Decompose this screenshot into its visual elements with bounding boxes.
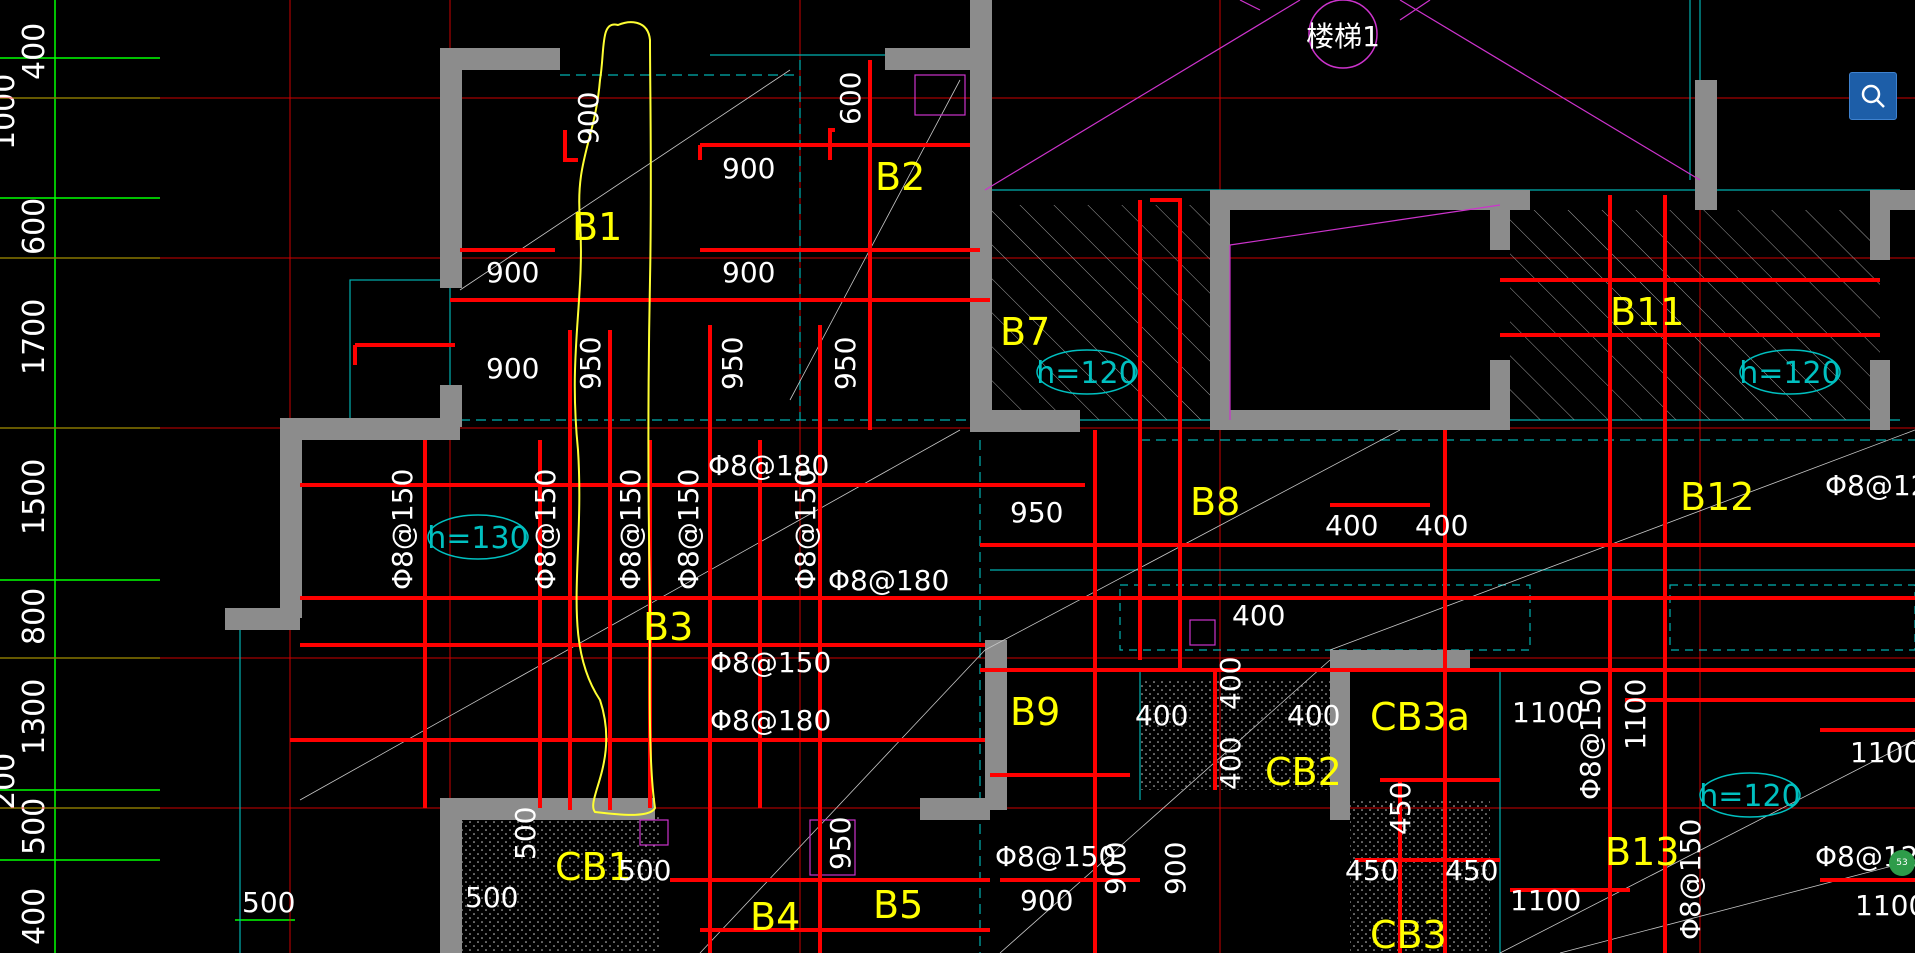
len-450-v: 450 bbox=[1384, 782, 1417, 835]
dim-800: 800 bbox=[17, 588, 52, 645]
len-900-c: 900 bbox=[722, 256, 775, 289]
stair-bubble bbox=[1308, 0, 1378, 69]
label-B11: B11 bbox=[1610, 290, 1684, 334]
len-1100-d: 1100 bbox=[1510, 884, 1581, 917]
dim-500: 500 bbox=[17, 798, 52, 855]
dim-600: 600 bbox=[17, 198, 52, 255]
len-950-v3: 950 bbox=[829, 337, 862, 390]
len-1100-c: 1100 bbox=[1855, 889, 1915, 922]
dim-1300: 1300 bbox=[17, 679, 52, 755]
len-950-v1: 950 bbox=[574, 337, 607, 390]
walls bbox=[225, 0, 1915, 953]
rebar-120-a: Φ8@120 bbox=[1825, 469, 1915, 502]
label-B9: B9 bbox=[1010, 690, 1060, 734]
dim-400: 400 bbox=[17, 23, 52, 80]
rebar-labels: Φ8@180 Φ8@180 Φ8@150 Φ8@180 Φ8@150 Φ8@12… bbox=[386, 449, 1915, 940]
label-CB2: CB2 bbox=[1265, 750, 1342, 794]
label-B1: B1 bbox=[572, 205, 622, 249]
len-1100-a: 1100 bbox=[1512, 696, 1583, 729]
len-900-e: 900 bbox=[1020, 884, 1073, 917]
zoom-search-button[interactable] bbox=[1849, 72, 1897, 120]
thickness-h120-b13: h=120 bbox=[1699, 779, 1800, 814]
thickness-h120-b11: h=120 bbox=[1739, 356, 1840, 391]
rebar-150-v5: Φ8@150 bbox=[789, 469, 822, 590]
label-B5: B5 bbox=[873, 883, 923, 927]
dim-200: 200 bbox=[0, 753, 22, 810]
label-CB1: CB1 bbox=[555, 845, 632, 889]
len-950-v4: 950 bbox=[824, 817, 857, 870]
label-B3: B3 bbox=[643, 605, 693, 649]
search-icon bbox=[1861, 84, 1885, 108]
len-900-b: 900 bbox=[486, 256, 539, 289]
rebar-180-c: Φ8@180 bbox=[710, 704, 831, 737]
stair-lines bbox=[639, 0, 1701, 876]
label-B12: B12 bbox=[1680, 475, 1754, 519]
len-400-b: 400 bbox=[1415, 509, 1468, 542]
len-500-v: 500 bbox=[509, 807, 542, 860]
thickness-labels: h=130 h=120 h=120 h=120 bbox=[427, 356, 1840, 814]
len-400-d: 400 bbox=[1135, 699, 1188, 732]
thickness-ellipses bbox=[427, 349, 1841, 818]
bottom-dim-500: 500 bbox=[242, 886, 295, 919]
len-500-b: 500 bbox=[465, 881, 518, 914]
rebar-150-v6: Φ8@150 bbox=[1574, 679, 1607, 800]
slab-labels: B1 B2 B3 B4 B5 B7 B8 B9 B11 B12 B13 CB1 … bbox=[555, 155, 1754, 953]
len-1100-b: 1100 bbox=[1850, 736, 1915, 769]
len-900-d: 900 bbox=[486, 352, 539, 385]
len-400-c: 400 bbox=[1232, 599, 1285, 632]
label-B7: B7 bbox=[1000, 310, 1050, 354]
dim-1500: 1500 bbox=[17, 459, 52, 535]
length-labels: 900 900 900 900 950 900 400 400 400 400 … bbox=[242, 72, 1915, 922]
label-B8: B8 bbox=[1190, 480, 1240, 524]
thickness-h120-b7: h=120 bbox=[1036, 356, 1137, 391]
rebar-150-b: Φ8@150 bbox=[995, 840, 1116, 873]
status-badge[interactable]: 53 bbox=[1889, 850, 1915, 876]
rebar-150-v2: Φ8@150 bbox=[529, 469, 562, 590]
diagonal-lines bbox=[299, 69, 1915, 953]
len-900-a: 900 bbox=[722, 152, 775, 185]
stair-label: 楼梯1 bbox=[1306, 20, 1380, 53]
rebar-180-b: Φ8@180 bbox=[828, 564, 949, 597]
len-400-a: 400 bbox=[1325, 509, 1378, 542]
markup-highlight[interactable] bbox=[573, 21, 657, 816]
len-450-a: 450 bbox=[1345, 854, 1398, 887]
dim-400-bottom: 400 bbox=[17, 888, 52, 945]
label-B4: B4 bbox=[750, 895, 800, 939]
label-B2: B2 bbox=[875, 155, 925, 199]
dim-1700: 1700 bbox=[17, 299, 52, 375]
len-450-b: 450 bbox=[1445, 854, 1498, 887]
len-400-v2: 400 bbox=[1214, 737, 1247, 790]
rebar-150-a: Φ8@150 bbox=[710, 646, 831, 679]
len-950-v2: 950 bbox=[716, 337, 749, 390]
left-dimension-text: 400 1000 600 1700 1500 800 1300 200 500 … bbox=[0, 23, 52, 945]
hatched-slabs bbox=[460, 205, 1880, 953]
rebar-180-a: Φ8@180 bbox=[708, 449, 829, 482]
thickness-h130: h=130 bbox=[427, 521, 528, 556]
rebar-150-v3: Φ8@150 bbox=[614, 469, 647, 590]
label-CB3: CB3 bbox=[1370, 913, 1447, 953]
label-CB3a: CB3a bbox=[1370, 695, 1470, 739]
len-500-a: 500 bbox=[618, 854, 671, 887]
len-950-a: 950 bbox=[1010, 496, 1063, 529]
rebar-150-v4: Φ8@150 bbox=[672, 469, 705, 590]
len-900-v3: 900 bbox=[1159, 842, 1192, 895]
label-B13: B13 bbox=[1605, 830, 1679, 874]
len-900-v: 900 bbox=[572, 92, 605, 145]
len-1100-v: 1100 bbox=[1619, 679, 1652, 750]
len-400-e: 400 bbox=[1287, 699, 1340, 732]
len-900-v2: 900 bbox=[1099, 842, 1132, 895]
len-400-v1: 400 bbox=[1214, 657, 1247, 710]
rebar-150-v1: Φ8@150 bbox=[386, 469, 419, 590]
rebar-150-v7: Φ8@150 bbox=[1674, 819, 1707, 940]
len-600-v: 600 bbox=[834, 72, 867, 125]
dim-1000: 1000 bbox=[0, 74, 22, 150]
